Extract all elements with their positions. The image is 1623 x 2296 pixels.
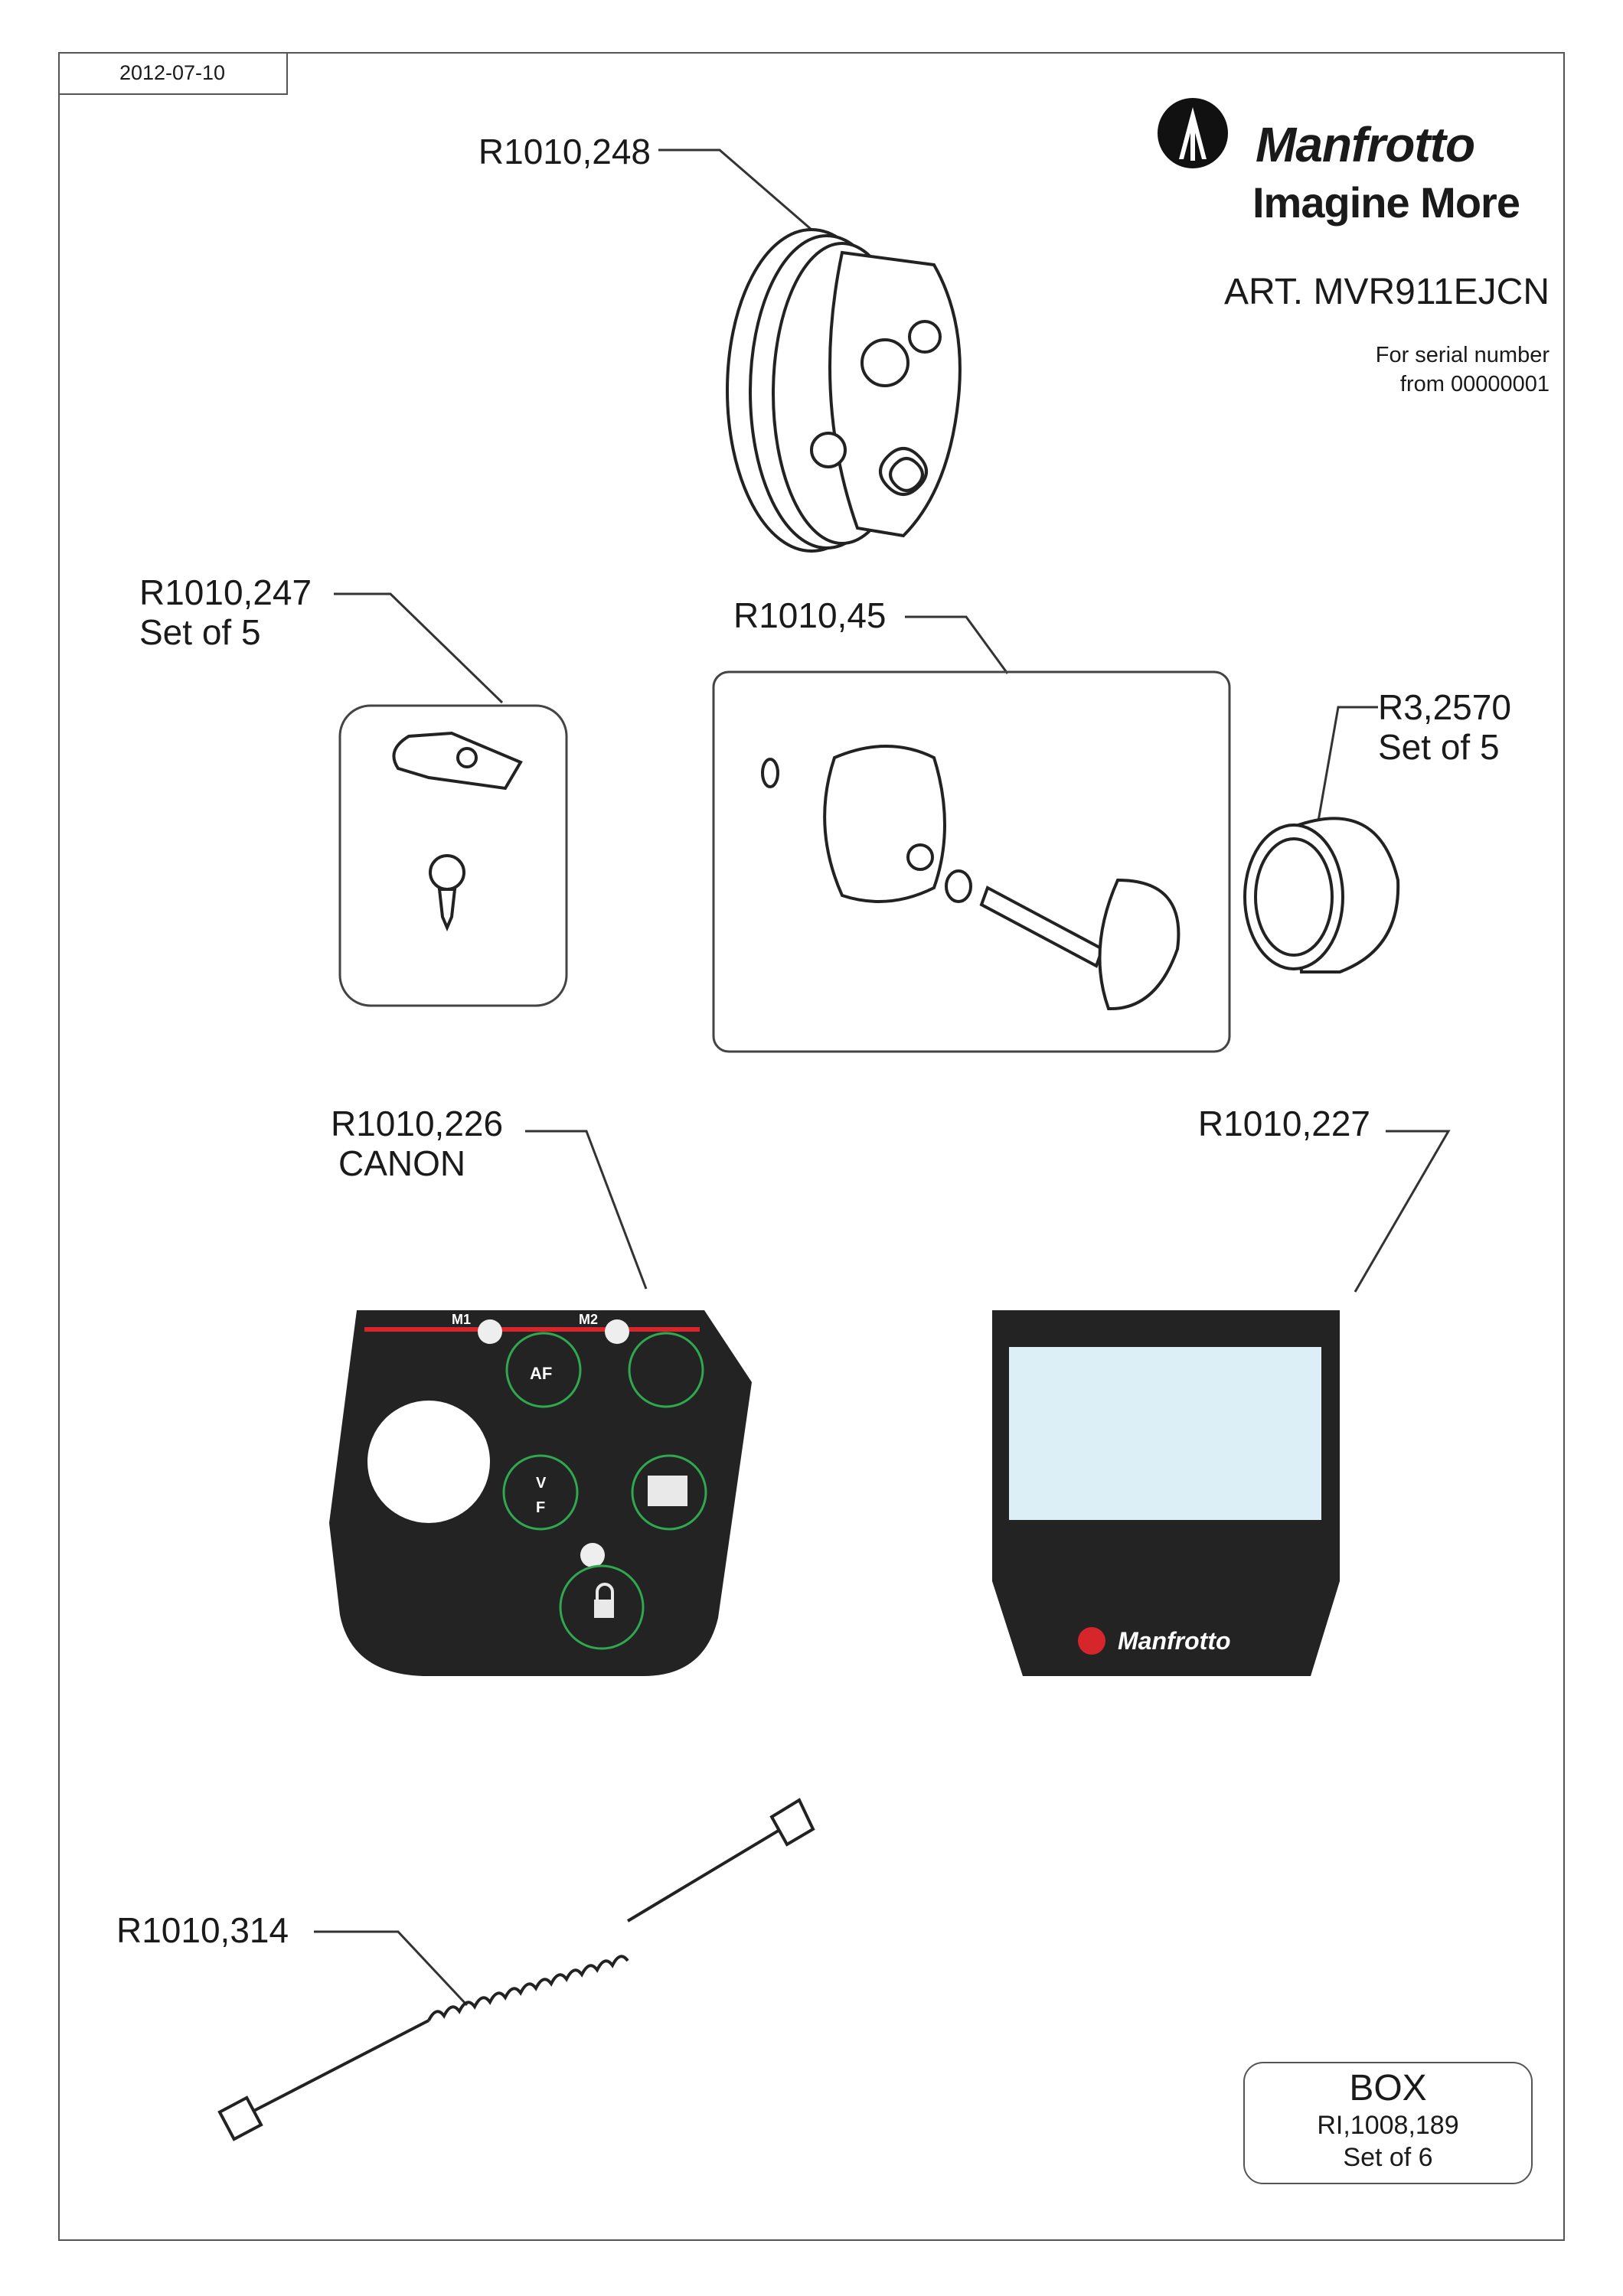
leader-248: [658, 148, 812, 231]
part-247-panel: [338, 704, 568, 1007]
article-number: ART. MVR911EJCN: [1223, 272, 1550, 312]
keypad-m2-label: M2: [579, 1312, 598, 1327]
box-quantity: Set of 6: [1343, 2143, 1433, 2172]
part-247-clip-and-screw: [392, 731, 523, 932]
manfrotto-logo-icon: [1158, 98, 1228, 168]
brand-tagline: Imagine More: [1252, 178, 1520, 227]
part-226-variant: CANON: [338, 1143, 466, 1183]
keypad-f-label: F: [536, 1499, 545, 1516]
box-code: RI,1008,189: [1317, 2111, 1459, 2140]
part-248-code: R1010,248: [478, 132, 651, 171]
display-brand-text: Manfrotto: [1118, 1627, 1231, 1655]
part-226-code: R1010,226: [331, 1104, 504, 1143]
leader-2570: [1315, 706, 1378, 830]
part-45-knob-assembly: [761, 745, 1181, 1011]
part-226-keypad: M1 M2 AF V F: [329, 1310, 752, 1676]
leader-314: [314, 1930, 469, 2007]
part-227-display: [992, 1310, 1340, 1676]
part-45-panel: [712, 670, 1231, 1053]
part-45-code: R1010,45: [733, 595, 887, 635]
part-2570-cap: [1243, 817, 1400, 974]
leader-226: [525, 1130, 648, 1290]
keypad-m1-label: M1: [452, 1312, 471, 1327]
keypad-af-label: AF: [530, 1364, 552, 1383]
part-2570-quantity: Set of 5: [1378, 727, 1500, 767]
part-314-coiled-cable: [217, 1798, 815, 2141]
part-314-code: R1010,314: [116, 1910, 289, 1950]
part-227-code: R1010,227: [1197, 1104, 1370, 1143]
date-stamp: 2012-07-10: [58, 52, 288, 95]
part-247-code: R1010,247: [139, 572, 312, 612]
serial-note-line1: For serial number: [1375, 343, 1550, 367]
leader-45: [905, 615, 1009, 674]
part-2570-code: R3,2570: [1378, 687, 1511, 727]
leader-227: [1354, 1130, 1451, 1293]
box-info-panel: BOX RI,1008,189 Set of 6: [1243, 2062, 1533, 2184]
part-248-mount-disk: [726, 228, 962, 553]
drawing-frame: [58, 52, 1565, 2241]
box-title: BOX: [1349, 2068, 1427, 2108]
keypad-v-label: V: [536, 1475, 547, 1492]
leader-247: [334, 592, 504, 704]
serial-note-line2: from 00000001: [1399, 372, 1550, 396]
part-247-quantity: Set of 5: [139, 612, 261, 652]
brand-name: Manfrotto: [1256, 117, 1475, 172]
